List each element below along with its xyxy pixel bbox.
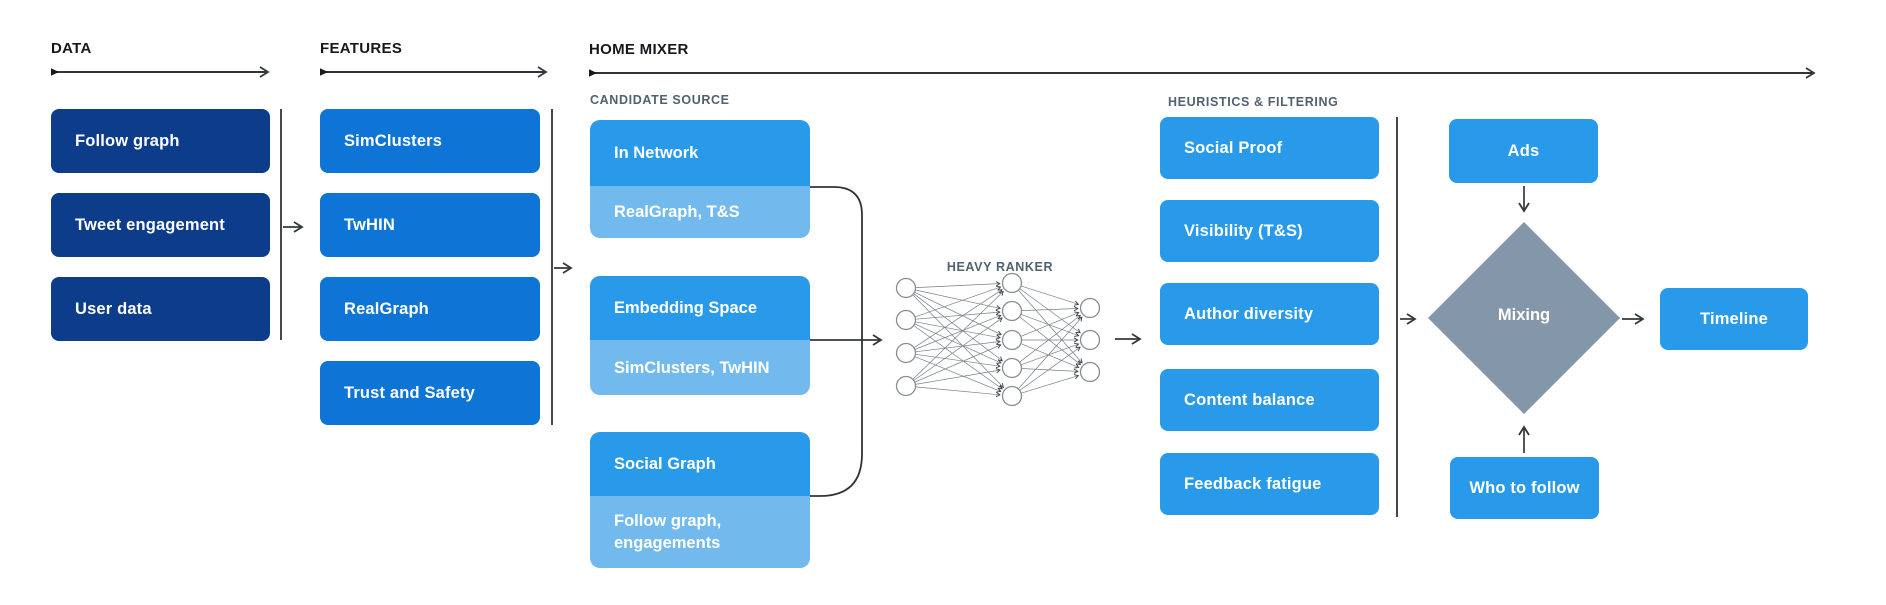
features-section-label: FEATURES [320, 40, 403, 57]
nn-node [1001, 357, 1023, 379]
features-box-realgraph: RealGraph [320, 277, 540, 341]
mixing-diamond [1428, 222, 1620, 414]
data-box-follow-graph: Follow graph [51, 109, 270, 173]
candidate-box-embedding-space: Embedding Space SimClusters, TwHIN [590, 276, 810, 395]
candidate-title: Embedding Space [614, 298, 758, 317]
nn-edge [915, 368, 1001, 385]
nn-edge [1020, 343, 1080, 369]
nn-edge [915, 353, 1001, 369]
home-mixer-section-label: HOME MIXER [589, 41, 689, 58]
nn-edge [914, 285, 1002, 318]
nn-edge [912, 290, 1004, 380]
heuristics-box-author-diversity: Author diversity [1160, 283, 1379, 345]
nn-node [895, 342, 917, 364]
nn-node [1001, 300, 1023, 322]
heuristics-box-content-balance: Content balance [1160, 369, 1379, 431]
nn-node [1079, 297, 1101, 319]
candidate-title: In Network [614, 143, 699, 162]
nn-edge [915, 281, 1001, 288]
nn-edge [1019, 316, 1082, 366]
nn-edge [1020, 342, 1080, 366]
heuristics-box-visibility: Visibility (T&S) [1160, 200, 1379, 262]
nn-edge [915, 321, 1001, 340]
nn-edge [914, 291, 1002, 336]
candidate-box-in-network: In Network RealGraph, T&S [590, 120, 810, 238]
ads-box: Ads [1449, 119, 1598, 183]
nn-node [1001, 385, 1023, 407]
nn-edge [915, 289, 1001, 311]
nn-edge [1018, 316, 1083, 390]
who-to-follow-box: Who to follow [1450, 457, 1599, 519]
nn-edge [913, 317, 1003, 381]
mixing-label: Mixing [1497, 306, 1551, 324]
candidate-subtitle: RealGraph, T&S [614, 203, 740, 221]
nn-edge [915, 339, 1001, 353]
nn-edge [913, 325, 1003, 390]
nn-edge [1020, 374, 1080, 394]
features-box-simclusters: SimClusters [320, 109, 540, 173]
nn-edge [1020, 285, 1080, 306]
heuristics-box-social-proof: Social Proof [1160, 117, 1379, 179]
candidate-source-label: CANDIDATE SOURCE [590, 93, 730, 107]
nn-edge [1021, 368, 1079, 374]
data-box-tweet-engagement: Tweet engagement [51, 193, 270, 257]
nn-edge [1019, 288, 1081, 334]
nn-edge [915, 386, 1001, 398]
nn-edge [914, 356, 1002, 393]
nn-node [895, 375, 917, 397]
nn-node [895, 277, 917, 299]
heavy-ranker-label: HEAVY RANKER [946, 260, 1054, 274]
heuristics-box-feedback-fatigue: Feedback fatigue [1160, 453, 1379, 515]
nn-edge [913, 293, 1003, 362]
nn-edge [914, 343, 1002, 383]
candidate-subtitle: Follow graph, engagements [614, 512, 722, 552]
nn-edge [914, 314, 1002, 350]
connector-in-network [810, 186, 863, 340]
connector-social-graph [810, 340, 863, 497]
nn-edge [1021, 306, 1079, 312]
candidate-box-social-graph: Social Graph Follow graph, engagements [590, 432, 810, 568]
nn-node [895, 309, 917, 331]
nn-edge [915, 309, 1001, 320]
nn-edge [1020, 311, 1080, 337]
data-box-user-data: User data [51, 277, 270, 341]
nn-node [1079, 329, 1101, 351]
nn-edge [914, 323, 1002, 364]
nn-node [1001, 272, 1023, 294]
candidate-subtitle: SimClusters, TwHIN [614, 358, 770, 377]
nn-edge [1019, 314, 1082, 363]
nn-edge [912, 294, 1005, 388]
timeline-box: Timeline [1660, 288, 1808, 350]
nn-node [1079, 361, 1101, 383]
nn-edge [1019, 346, 1081, 391]
heavy-ranker-network [895, 272, 1101, 407]
features-box-trust-and-safety: Trust and Safety [320, 361, 540, 425]
nn-edge [913, 289, 1003, 349]
candidate-title: Social Graph [614, 454, 716, 473]
nn-node [1001, 329, 1023, 351]
features-box-twhin: TwHIN [320, 193, 540, 257]
data-section-label: DATA [51, 40, 92, 57]
nn-edge [1018, 289, 1083, 364]
heuristics-filtering-label: HEURISTICS & FILTERING [1168, 95, 1339, 109]
